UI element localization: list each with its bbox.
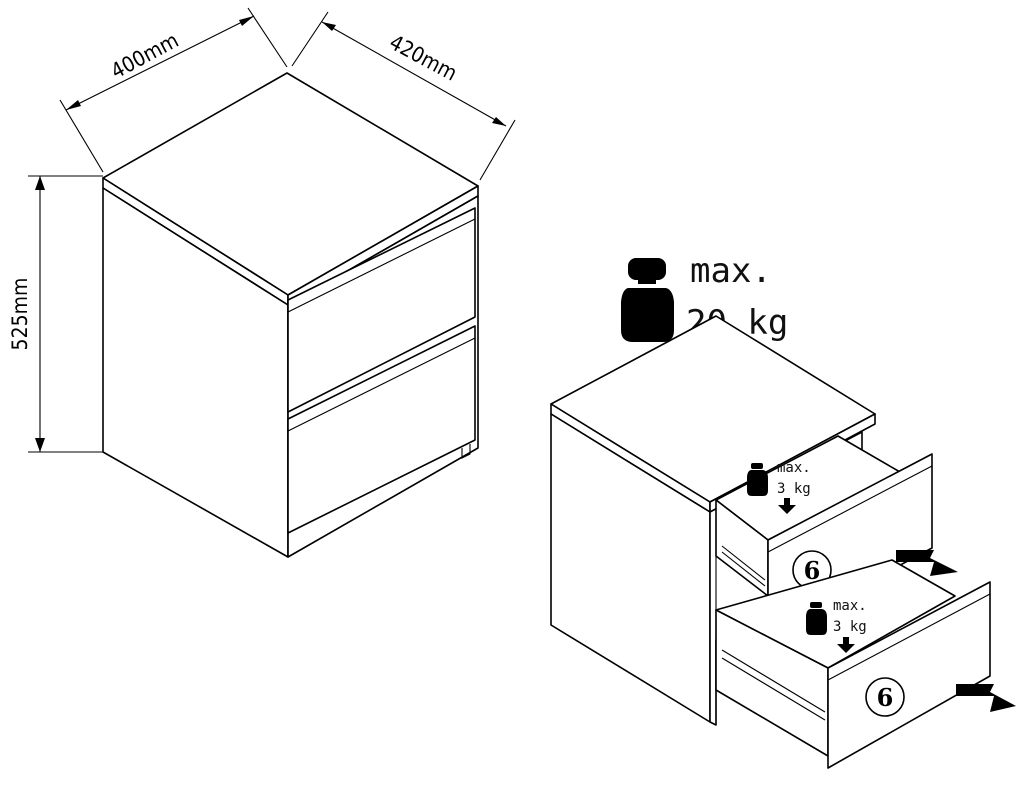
upper-drawer-front bbox=[287, 207, 476, 413]
upper-drawer-load-line2: 3 kg bbox=[777, 481, 811, 497]
top-load-line1: max. bbox=[690, 251, 772, 291]
lower-drawer: 6 bbox=[715, 559, 1016, 769]
upper-drawer-weight-icon bbox=[747, 463, 768, 496]
lower-drawer-front bbox=[827, 581, 991, 769]
lower-drawer-load-line1: max. bbox=[833, 598, 867, 614]
upper-drawer-load-line1: max. bbox=[777, 460, 811, 476]
lower-drawer-front bbox=[287, 325, 476, 534]
height-label: 525mm bbox=[8, 278, 32, 351]
push-arrow-icon bbox=[956, 684, 1016, 712]
depth-label: 420mm bbox=[385, 30, 461, 85]
lower-drawer-load-line2: 3 kg bbox=[833, 619, 867, 635]
upper-drawer-badge: 6 bbox=[804, 556, 821, 585]
dimension-lines bbox=[28, 7, 516, 453]
lower-drawer-weight-icon bbox=[806, 602, 827, 635]
width-label: 400mm bbox=[107, 28, 183, 83]
push-arrow-icon bbox=[896, 550, 958, 576]
down-arrow-icon bbox=[778, 498, 796, 514]
lower-drawer-badge: 6 bbox=[877, 683, 894, 712]
weight-icon bbox=[621, 258, 674, 342]
down-arrow-icon bbox=[837, 637, 855, 653]
dimensioned-nightstand bbox=[102, 72, 479, 558]
